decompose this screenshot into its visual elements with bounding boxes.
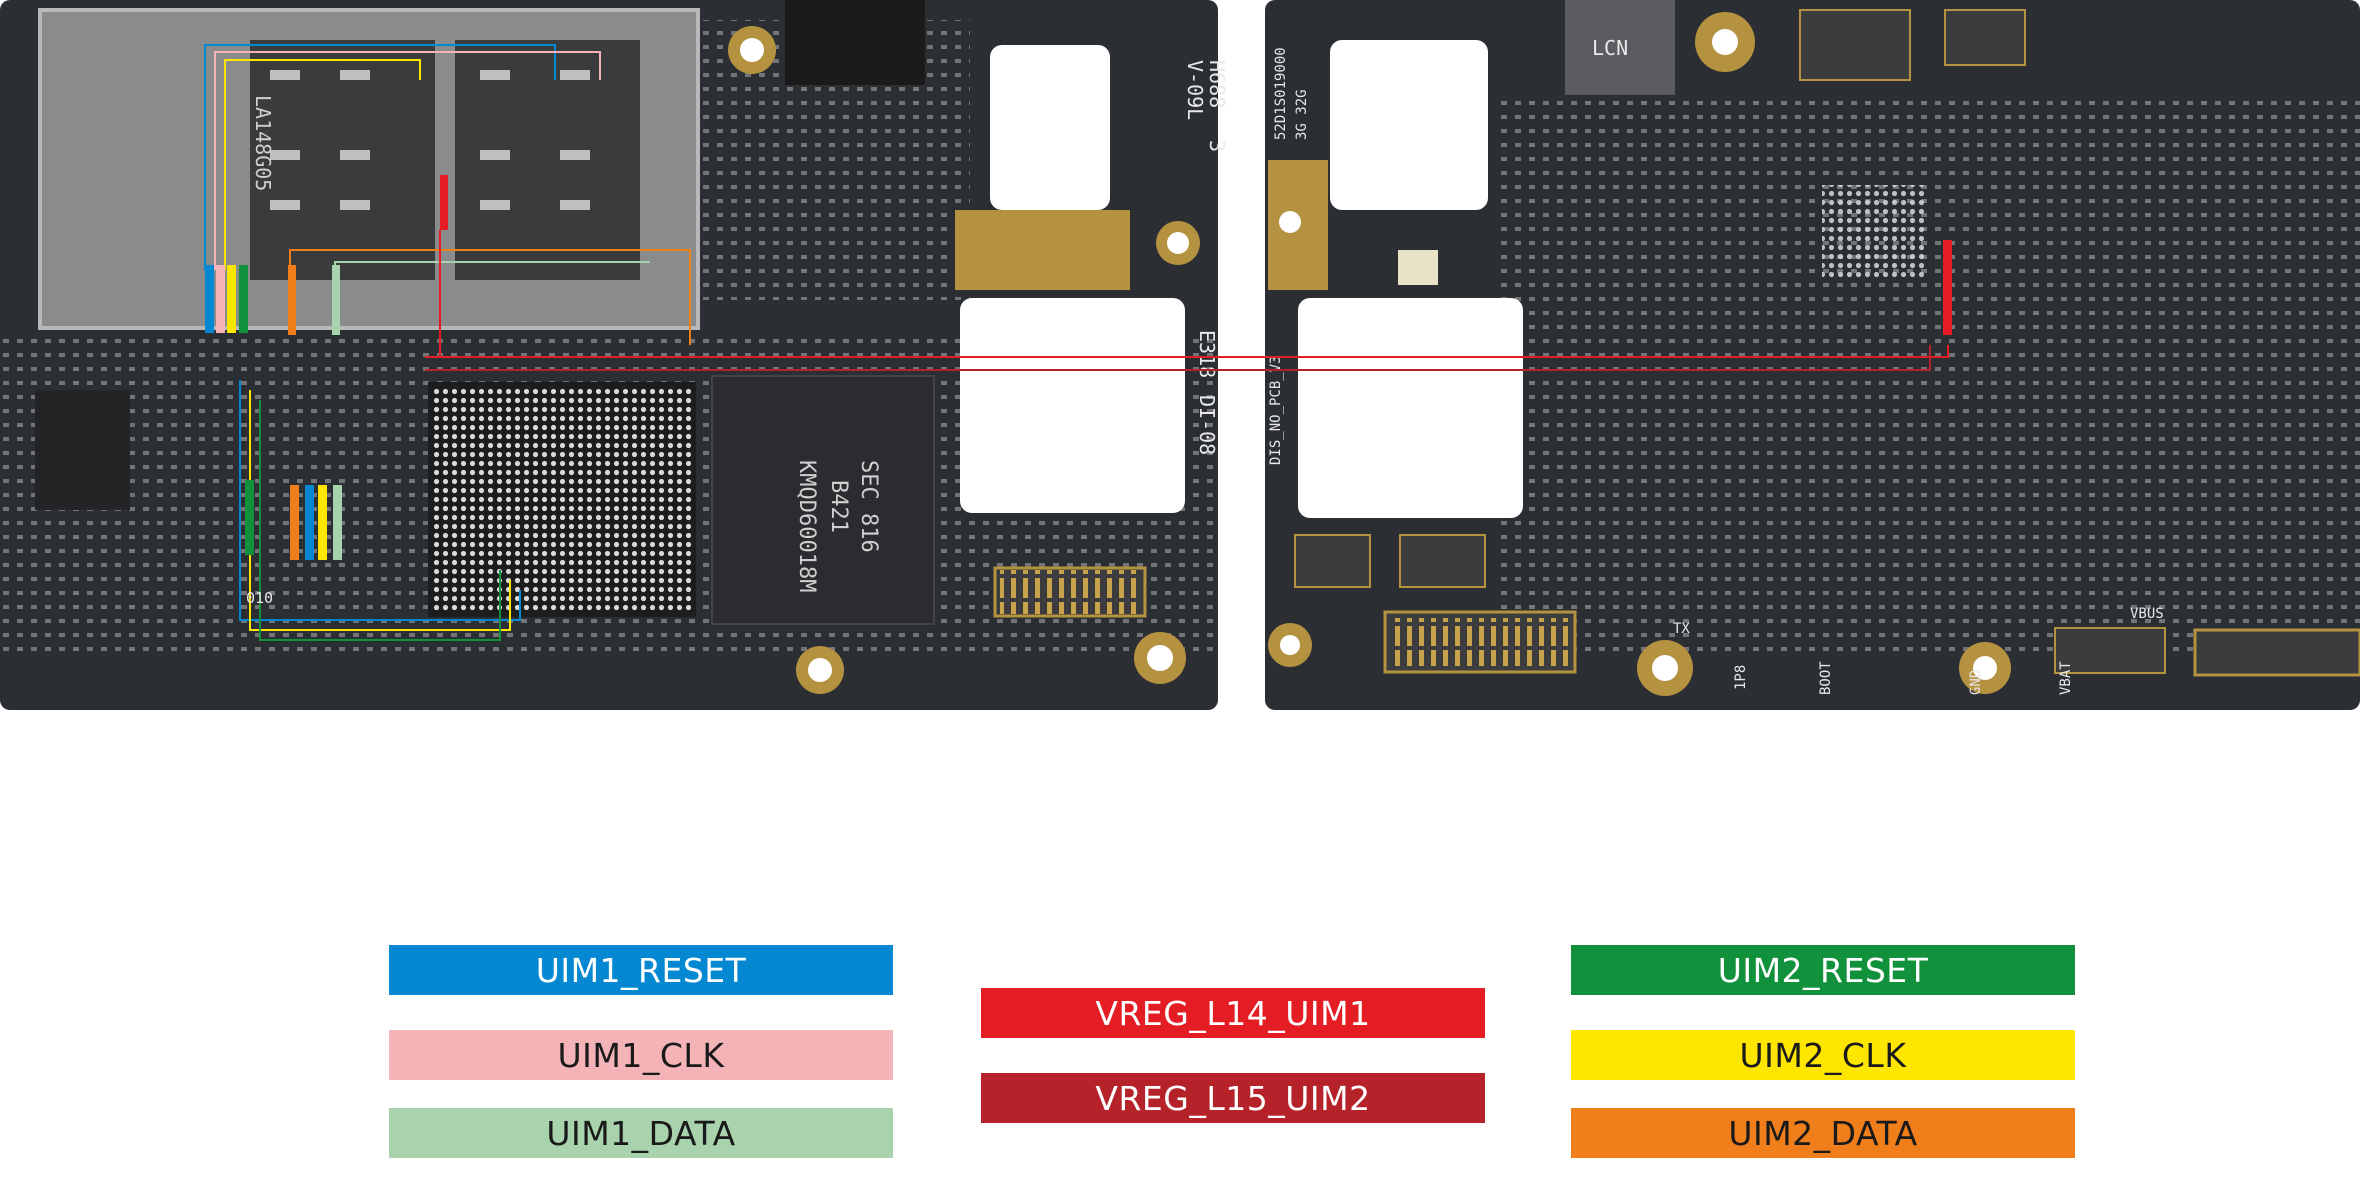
- gold-connector-pins: [1000, 570, 1140, 614]
- label-3: 3: [1205, 140, 1229, 152]
- label-boot: BOOT: [1818, 661, 1834, 695]
- label-vbat: VBAT: [2058, 661, 2074, 695]
- connector-4: [1944, 9, 2026, 66]
- connector-3: [1799, 9, 1911, 81]
- soc-chip: [1822, 185, 1924, 280]
- legend-uim2-reset-label: UIM2_RESET: [1717, 950, 1929, 990]
- label-b421: B421: [826, 480, 851, 533]
- legend-uim2-clk: UIM2_CLK: [1571, 1030, 2075, 1080]
- label-la148g05: LA148G05: [251, 95, 275, 191]
- connector-2: [2193, 628, 2360, 677]
- label-kmqd: KMQD60018M: [794, 460, 819, 592]
- connector-6: [1399, 534, 1486, 588]
- connector-7: [2054, 627, 2166, 674]
- label-1p8: 1P8: [1733, 665, 1749, 690]
- legend-uim1-clk: UIM1_CLK: [389, 1030, 893, 1080]
- legend-vreg-l15-uim2-label: VREG_L15_UIM2: [1095, 1078, 1371, 1118]
- signal-marker-vreg: [1943, 240, 1952, 335]
- label-vbus: VBUS: [2130, 606, 2164, 622]
- legend-uim1-clk-label: UIM1_CLK: [557, 1035, 725, 1075]
- cutout-2: [960, 298, 1185, 513]
- legend-uim1-reset-label: UIM1_RESET: [535, 950, 747, 990]
- flash-led: [1398, 250, 1438, 285]
- pmic-chip: [35, 390, 130, 510]
- cutout-4: [1298, 298, 1523, 518]
- legend-vreg-l15-uim2: VREG_L15_UIM2: [981, 1073, 1485, 1123]
- left-board: E318 DI-08 V-09L H688 3 010 SEC 816 B421…: [0, 0, 1229, 710]
- label-di08: DI-08: [1195, 395, 1219, 455]
- label-gnd: GND: [1968, 670, 1984, 695]
- legend-uim2-reset: UIM2_RESET: [1571, 945, 2075, 995]
- right-board: LCN 52D1S019000 3G 32G DIS_NO_PCB_V3 TX …: [1265, 0, 2360, 710]
- label-board-id: 52D1S019000: [1273, 47, 1289, 140]
- legend-uim2-data: UIM2_DATA: [1571, 1108, 2075, 1158]
- legend-uim1-data-label: UIM1_DATA: [546, 1113, 736, 1153]
- signal-markers-left: [205, 175, 448, 560]
- label-v09l: V-09L: [1183, 60, 1207, 120]
- label-lcn: LCN: [1592, 36, 1628, 60]
- legend-vreg-l14-uim1-label: VREG_L14_UIM1: [1095, 993, 1371, 1033]
- right-components-area: [1500, 100, 2360, 660]
- legend-uim1-reset: UIM1_RESET: [389, 945, 893, 995]
- label-dis-pcb: DIS_NO_PCB_V3: [1268, 355, 1284, 465]
- cutout-1: [990, 45, 1110, 210]
- connector-1-pins: [1390, 618, 1570, 666]
- legend-vreg-l14-uim1: VREG_L14_UIM1: [981, 988, 1485, 1038]
- label-tx: TX: [1673, 621, 1690, 637]
- memory-chip: [711, 375, 935, 625]
- legend-uim2-data-label: UIM2_DATA: [1728, 1113, 1918, 1153]
- legend-uim1-data: UIM1_DATA: [389, 1108, 893, 1158]
- connector-5: [1294, 534, 1371, 588]
- legend-uim2-clk-label: UIM2_CLK: [1739, 1035, 1907, 1075]
- gold-pad: [955, 210, 1130, 290]
- cutout-3: [1330, 40, 1488, 210]
- lcn-shield: [1565, 0, 1675, 95]
- camera-connector: [785, 0, 925, 85]
- label-memory: 3G 32G: [1294, 89, 1310, 140]
- pcb-diagram: E318 DI-08 V-09L H688 3 010 SEC 816 B421…: [0, 0, 2360, 710]
- vreg-traces: [425, 230, 1949, 371]
- bga-chip-balls: [432, 386, 692, 613]
- label-sec816: SEC 816: [856, 460, 881, 553]
- label-010: 010: [246, 589, 273, 607]
- label-h688: H688: [1205, 60, 1229, 108]
